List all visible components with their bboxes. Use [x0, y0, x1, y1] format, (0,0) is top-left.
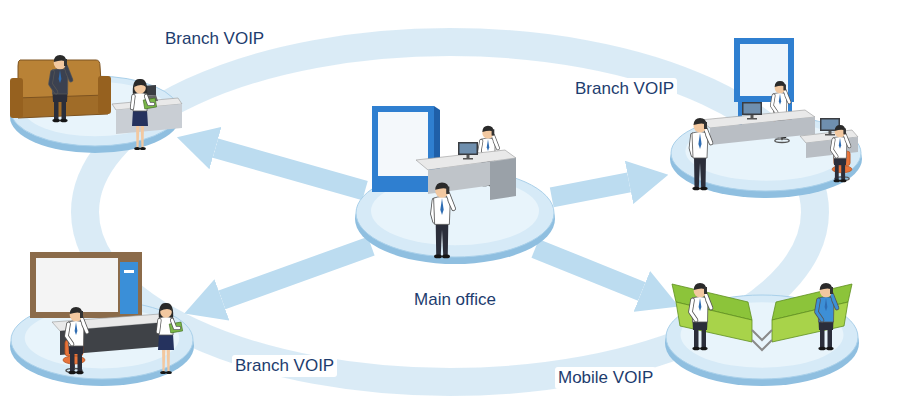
voip-site: Branch VOIP	[670, 114, 862, 198]
site-label: Branch VOIP	[572, 78, 677, 100]
flow-arrow	[535, 248, 642, 291]
site-platform	[665, 294, 859, 386]
flow-arrow	[222, 246, 371, 300]
voip-site: Branch VOIP	[10, 300, 194, 386]
site-platform	[670, 114, 862, 198]
voip-site: Main office	[355, 168, 555, 264]
site-label: Branch VOIP	[162, 28, 267, 50]
site-platform	[10, 75, 180, 153]
site-platform	[10, 300, 194, 386]
site-label: Mobile VOIP	[555, 367, 656, 389]
seated-visitor	[51, 55, 72, 122]
flow-arrow	[215, 148, 365, 190]
site-label: Main office	[411, 289, 499, 311]
network-ring-band	[85, 42, 815, 382]
site-platform	[355, 168, 555, 264]
voip-site: Mobile VOIP	[665, 294, 859, 386]
voip-site: Branch VOIP	[10, 75, 180, 153]
flow-arrow	[552, 182, 629, 197]
site-label: Branch VOIP	[232, 355, 337, 377]
